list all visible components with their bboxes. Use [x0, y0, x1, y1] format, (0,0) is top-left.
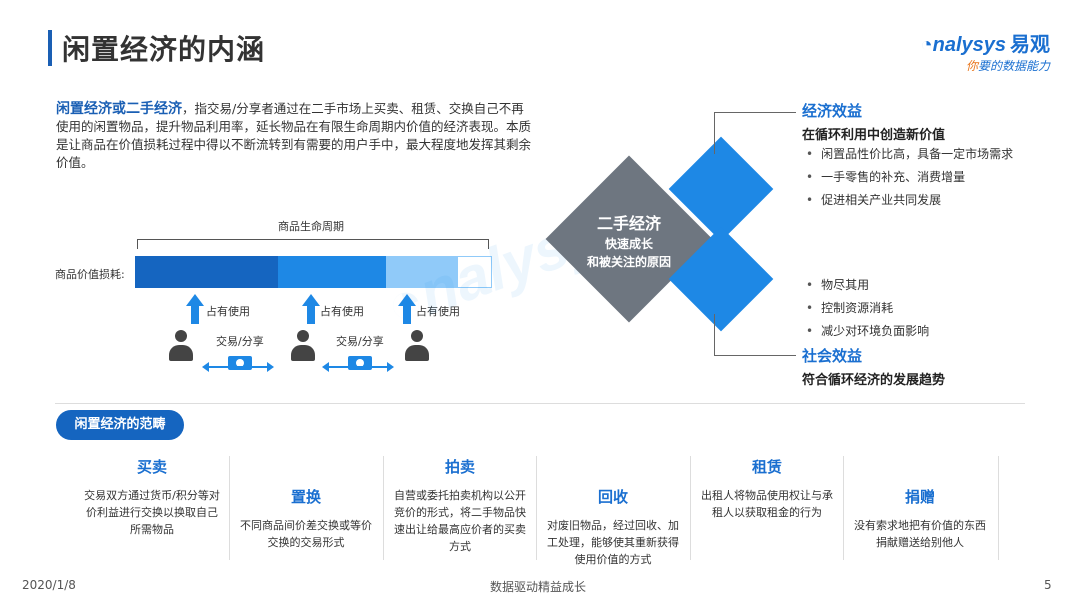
center-text: 二手经济 快速成长 和被关注的原因 — [574, 210, 684, 270]
category-desc: 自营或委托拍卖机构以公开竞价的形式，将二手物品快速出让给最高应价者的买卖方式 — [394, 489, 526, 553]
logo-slogan: 要的数据能力 — [977, 59, 1050, 73]
category-recycle: 回收 对废旧物品，经过回收、加工处理，能够使其重新获得使用价值的方式 — [537, 456, 689, 566]
list-item: 一手零售的补充、消费增量 — [806, 166, 1013, 189]
category-buy-sell: 买卖 交易双方通过货币/积分等对价利益进行交换以换取自己所需物品 — [76, 456, 228, 560]
economic-connector-h — [714, 112, 796, 113]
category-separator — [843, 456, 844, 560]
page-number: 5 — [1044, 578, 1052, 592]
category-separator — [690, 456, 691, 560]
category-title: 捐赠 — [904, 488, 935, 506]
social-list: 物尽其用 控制资源消耗 减少对环境负面影响 — [806, 274, 929, 343]
up-arrow-icon — [302, 294, 320, 324]
list-item: 控制资源消耗 — [806, 297, 929, 320]
list-item: 物尽其用 — [806, 274, 929, 297]
social-subtitle: 符合循环经济的发展趋势 — [802, 373, 946, 388]
logo-cn: 易观 — [1010, 34, 1050, 56]
social-connector — [714, 314, 715, 356]
value-loss-label: 商品价值损耗: — [55, 268, 125, 281]
social-title: 社会效益 — [802, 347, 863, 365]
category-desc: 不同商品间价差交换或等价交换的交易形式 — [240, 519, 372, 549]
up-arrow-icon — [186, 294, 204, 324]
list-item: 减少对环境负面影响 — [806, 320, 929, 343]
economic-list: 闲置品性价比高，具备一定市场需求 一手零售的补充、消费增量 促进相关产业共同发展 — [806, 143, 1013, 212]
economic-subtitle: 在循环利用中创造新价值 — [802, 128, 946, 143]
value-bar-segment-2 — [278, 256, 386, 288]
logo-slogan-accent: 你 — [965, 59, 978, 73]
scope-pill: 闲置经济的范畴 — [56, 410, 184, 440]
double-arrow-icon — [322, 362, 394, 372]
category-exchange: 置换 不同商品间价差交换或等价交换的交易形式 — [230, 456, 382, 560]
category-lease: 租赁 出租人将物品使用权让与承租人以获取租金的行为 — [691, 456, 843, 560]
center-line-2: 和被关注的原因 — [586, 255, 671, 269]
use-label-2: 占有使用 — [320, 305, 364, 318]
title-accent-bar — [48, 30, 52, 66]
economic-title: 经济效益 — [802, 102, 863, 120]
category-separator — [536, 456, 537, 560]
page-title: 闲置经济的内涵 — [62, 33, 266, 66]
person-icon — [404, 330, 430, 366]
list-item: 促进相关产业共同发展 — [806, 189, 1013, 212]
category-separator — [383, 456, 384, 560]
center-line-1: 快速成长 — [604, 237, 653, 251]
category-title: 买卖 — [136, 458, 167, 476]
footer-slogan: 数据驱动精益成长 — [490, 580, 587, 594]
category-title: 回收 — [597, 488, 628, 506]
category-separator — [229, 456, 230, 560]
section-divider — [55, 403, 1025, 404]
trade-label-1: 交易/分享 — [216, 335, 264, 348]
category-desc: 交易双方通过货币/积分等对价利益进行交换以换取自己所需物品 — [84, 489, 220, 536]
double-arrow-icon — [202, 362, 274, 372]
value-bar-segment-4 — [457, 256, 492, 288]
category-title: 拍卖 — [444, 458, 475, 476]
person-icon — [168, 330, 194, 366]
value-bar-segment-1 — [135, 256, 278, 288]
center-title: 二手经济 — [596, 214, 661, 233]
list-item: 闲置品性价比高，具备一定市场需求 — [806, 143, 1013, 166]
category-desc: 对废旧物品，经过回收、加工处理，能够使其重新获得使用价值的方式 — [547, 519, 679, 566]
social-connector-h — [714, 355, 796, 356]
use-label-3: 占有使用 — [416, 305, 460, 318]
footer-date: 2020/1/8 — [22, 578, 76, 592]
value-bar-segment-3 — [386, 256, 457, 288]
intro-body: ，指交易/分享者通过在二手市场上买卖、租赁、交换自己不再使用的闲置物品，提升物品… — [56, 101, 532, 170]
category-title: 租赁 — [751, 458, 782, 476]
use-label-1: 占有使用 — [206, 305, 250, 318]
trade-label-2: 交易/分享 — [336, 335, 384, 348]
category-desc: 没有索求地把有价值的东西捐献赠送给别他人 — [854, 519, 986, 549]
category-title: 置换 — [290, 488, 321, 506]
intro-paragraph: 闲置经济或二手经济，指交易/分享者通过在二手市场上买卖、租赁、交换自己不再使用的… — [56, 100, 534, 172]
category-auction: 拍卖 自营或委托拍卖机构以公开竞价的形式，将二手物品快速出让给最高应价者的买卖方… — [384, 456, 536, 560]
economic-connector — [714, 112, 715, 154]
logo-text: nalysys — [932, 34, 1006, 56]
logo-circle-icon: ◔ — [920, 34, 933, 56]
category-separator — [998, 456, 999, 560]
lifecycle-label: 商品生命周期 — [278, 220, 344, 233]
category-desc: 出租人将物品使用权让与承租人以获取租金的行为 — [701, 489, 833, 519]
lifecycle-bracket — [137, 239, 489, 249]
person-icon — [290, 330, 316, 366]
category-donate: 捐赠 没有索求地把有价值的东西捐献赠送给别他人 — [844, 456, 996, 560]
up-arrow-icon — [398, 294, 416, 324]
intro-highlight: 闲置经济或二手经济 — [56, 101, 182, 117]
